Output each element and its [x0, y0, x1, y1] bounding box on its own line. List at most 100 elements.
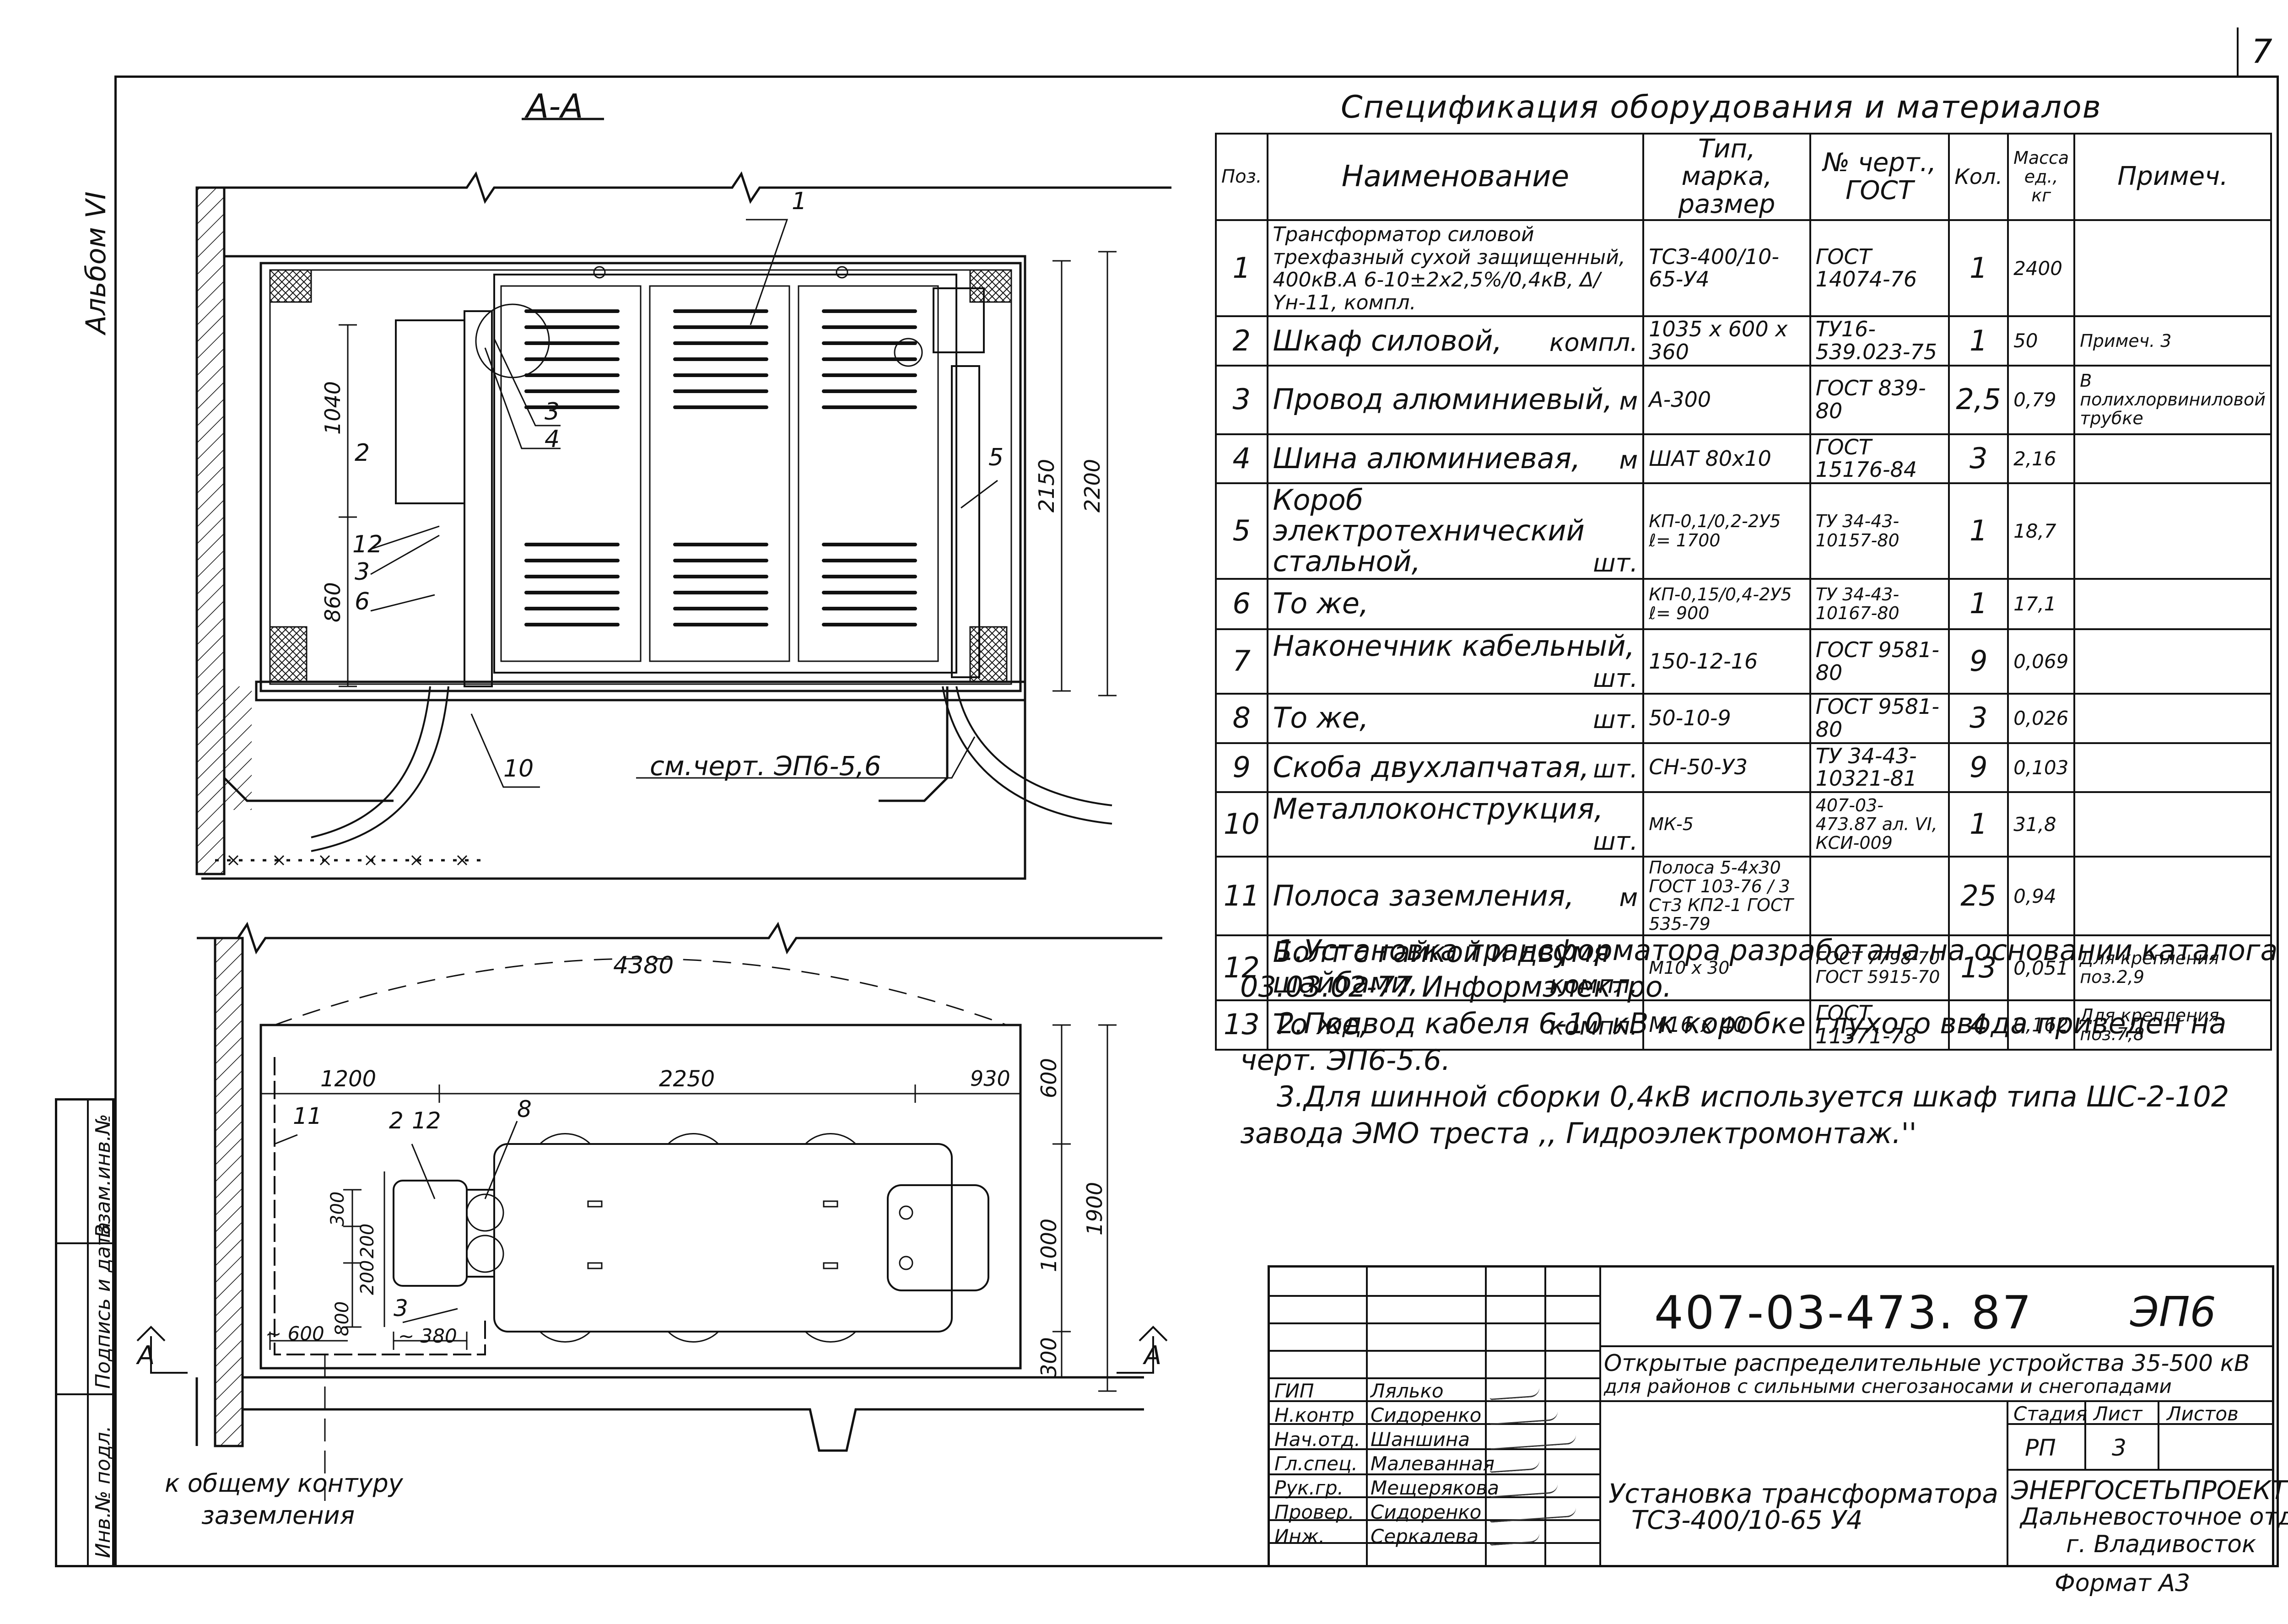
spec-qty: 9 — [1948, 628, 2009, 695]
note-line-6: завода ЭМО треста ,, Гидроэлектромонтаж.… — [1240, 1117, 1917, 1150]
spec-type: ТСЗ-400/10-65-У4 — [1642, 219, 1811, 318]
note-line-1: 1.Установка трансформатора разработана н… — [1277, 933, 2278, 967]
spec-qty: 1 — [1948, 482, 2009, 580]
spec-note — [2073, 628, 2272, 695]
spec-name: То же, шт. — [1266, 693, 1645, 744]
section-view — [195, 118, 1171, 880]
dim-860: 860 — [320, 582, 345, 622]
spec-qty: 25 — [1948, 856, 2009, 937]
spec-name-text: Трансформатор силовой трехфазный сухой з… — [1273, 223, 1625, 315]
spec-unit: шт. — [1593, 549, 1638, 577]
spec-name: Полоса заземления,м — [1266, 856, 1645, 937]
approval-role: Гл.спец. — [1274, 1452, 1358, 1475]
dim-600-approx: ~ 600 — [265, 1322, 324, 1345]
spec-name-text: Полоса заземления, — [1273, 879, 1574, 912]
spec-note — [2073, 482, 2272, 580]
dim-800: 800 — [332, 1301, 353, 1336]
approval-role: ГИП — [1274, 1380, 1314, 1402]
spec-pos: 6 — [1215, 577, 1268, 630]
spec-mass: 2,16 — [2007, 433, 2076, 485]
dim-2200: 2200 — [1080, 459, 1105, 513]
signature-scribble — [1489, 1483, 1559, 1498]
spec-type: М10 х 30 — [1642, 934, 1811, 1002]
spec-mass: 50 — [2007, 315, 2076, 367]
approval-role: Провер. — [1274, 1501, 1354, 1523]
document-code: 407-03-473. 87 — [1654, 1286, 2033, 1339]
spec-note — [2073, 856, 2272, 937]
dim-1900: 1900 — [1082, 1182, 1107, 1236]
spec-note — [2073, 219, 2272, 318]
spec-note — [2073, 433, 2272, 485]
side-stamp: Инв.№ подл. Подпись и дата Взам.инв.№ — [55, 1098, 115, 1567]
spec-name-text: То же, — [1273, 701, 1369, 735]
document-sheet-code: ЭП6 — [2130, 1288, 2216, 1336]
spec-gost: ГОСТ 7798-70 ГОСТ 5915-70 — [1809, 934, 1950, 1002]
dim-600: 600 — [1036, 1058, 1061, 1098]
note-line-2: 03.03.02-77 Информэлектро. — [1240, 970, 1672, 1004]
spec-mass: 0,103 — [2007, 742, 2076, 793]
spec-gost: ТУ 34-43-10167-80 — [1809, 577, 1950, 630]
note-line-3: 2.Подвод кабеля 6-10 кВ к коробке глухог… — [1277, 1007, 2227, 1040]
spec-pos: 4 — [1215, 433, 1268, 485]
plan-callout-2: 2 — [389, 1107, 404, 1134]
spec-name: Наконечник кабельный,шт. — [1266, 628, 1645, 695]
see-reference: см.черт. ЭП6-5,6 — [650, 750, 881, 782]
section-mark-right: А — [1144, 1341, 1162, 1370]
spec-note — [2073, 693, 2272, 744]
spec-name: Шина алюминиевая,м — [1266, 433, 1645, 485]
spec-gost: ГОСТ 9581-80 — [1809, 693, 1950, 744]
spec-qty: 2,5 — [1948, 364, 2009, 435]
approval-name: Сидоренко — [1371, 1501, 1482, 1523]
plan-callout-12: 12 — [412, 1107, 441, 1134]
spec-name-text: Металлоконструкция, — [1273, 792, 1603, 825]
callout-3b: 3 — [355, 558, 370, 586]
spec-name: Короб электротехнический стальной,шт. — [1266, 482, 1645, 580]
spec-mass: 18,7 — [2007, 482, 2076, 580]
spec-type: КП-0,1/0,2-2У5 ℓ= 1700 — [1642, 482, 1811, 580]
spec-unit: шт. — [1593, 754, 1638, 783]
spec-pos: 11 — [1215, 856, 1268, 937]
spec-unit: шт. — [1593, 705, 1638, 734]
drawing-title-1: Установка трансформатора — [1608, 1478, 1998, 1509]
spec-name-text: Наконечник кабельный, — [1273, 629, 1635, 663]
callout-1: 1 — [792, 188, 807, 215]
approval-role: Нач.отд. — [1274, 1428, 1361, 1451]
col-type: Тип, марка, размер — [1642, 132, 1811, 221]
approval-name: Мещерякова — [1371, 1477, 1499, 1499]
format-label: Формат А3 — [2055, 1570, 2191, 1597]
note-line-5: 3.Для шинной сборки 0,4кВ используется ш… — [1277, 1080, 2229, 1113]
spec-gost: ГОСТ 839-80 — [1809, 364, 1950, 435]
approval-role: Рук.гр. — [1274, 1477, 1344, 1499]
spec-table: Поз. Наименование Тип, марка, размер № ч… — [1215, 132, 2272, 1051]
dim-930: 930 — [970, 1066, 1010, 1091]
dim-1000: 1000 — [1036, 1218, 1061, 1272]
callout-2: 2 — [355, 439, 370, 467]
spec-title: Спецификация оборудования и материалов — [1341, 89, 2102, 125]
spec-name: То же, — [1266, 577, 1645, 630]
organization-2: Дальневосточное отд. — [2020, 1503, 2288, 1531]
spec-unit: компл. — [1549, 328, 1638, 357]
spec-qty: 3 — [1948, 433, 2009, 485]
dim-2250: 2250 — [659, 1066, 715, 1092]
col-qty: Кол. — [1948, 132, 2009, 221]
spec-qty: 1 — [1948, 315, 2009, 367]
spec-type: 150-12-16 — [1642, 628, 1811, 695]
spec-name-text: Скоба двухлапчатая, — [1273, 750, 1589, 784]
spec-qty: 13 — [1948, 934, 2009, 1002]
spec-name: Металлоконструкция,шт. — [1266, 791, 1645, 858]
spec-qty: 1 — [1948, 577, 2009, 630]
spec-unit: м — [1619, 445, 1638, 475]
drawing-title-2: ТСЗ-400/10-65 У4 — [1631, 1505, 1863, 1535]
spec-pos: 10 — [1215, 791, 1268, 858]
spec-name: Провод алюминиевый,м — [1266, 364, 1645, 435]
spec-unit: компл. — [1549, 970, 1638, 999]
spec-header-row: Поз. Наименование Тип, марка, размер № ч… — [1215, 132, 2272, 221]
spec-gost: ГОСТ 11371-78 — [1809, 999, 1950, 1051]
dim-200-b: 200 — [357, 1260, 378, 1295]
spec-qty: 4 — [1948, 999, 2009, 1051]
spec-name: То же,компл. — [1266, 999, 1645, 1051]
